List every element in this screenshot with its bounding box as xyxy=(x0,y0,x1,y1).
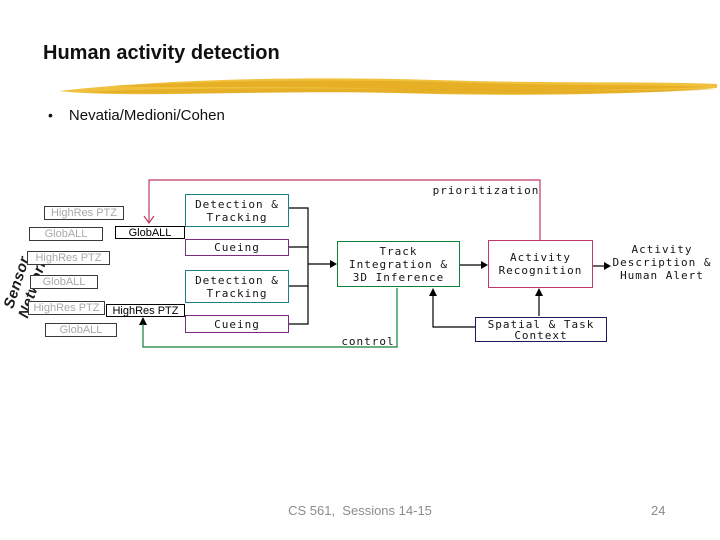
prioritization-label: prioritization xyxy=(432,184,540,197)
track-integration-box: Track Integration & 3D Inference xyxy=(337,241,460,287)
cueing-box-1: Cueing xyxy=(185,239,289,256)
selected-sensor-highres: HighRes PTZ xyxy=(106,304,185,317)
detection-tracking-box-1: Detection & Tracking xyxy=(185,194,289,227)
activity-recognition-box: Activity Recognition xyxy=(488,240,593,288)
sensor-box-highres-3: HighRes PTZ xyxy=(28,301,105,315)
sensor-box-highres-1: HighRes PTZ xyxy=(44,206,124,220)
detection-tracking-box-2: Detection & Tracking xyxy=(185,270,289,303)
sensor-box-globall-2: GlobALL xyxy=(30,275,98,289)
bullet-item: • Nevatia/Medioni/Cohen xyxy=(48,106,225,125)
bullet-marker: • xyxy=(48,107,53,123)
activity-description-output-label: Activity Description & Human Alert xyxy=(612,243,712,282)
black-arrowheads xyxy=(139,260,611,325)
brush-stroke-underline xyxy=(59,78,717,95)
control-line xyxy=(142,288,398,348)
collector-lines xyxy=(288,207,604,328)
cueing-box-2: Cueing xyxy=(185,315,289,333)
prioritization-line xyxy=(143,179,541,240)
sensor-box-globall-1: GlobALL xyxy=(29,227,103,241)
control-label: control xyxy=(341,335,395,348)
spatial-task-context-box: Spatial & Task Context xyxy=(475,317,607,342)
slide-title: Human activity detection xyxy=(43,42,280,64)
footer-page-number: 24 xyxy=(651,503,666,518)
selected-sensor-globall: GlobALL xyxy=(115,226,185,239)
sensor-box-globall-3: GlobALL xyxy=(45,323,117,337)
bullet-text: Nevatia/Medioni/Cohen xyxy=(68,107,225,124)
sensor-box-highres-2: HighRes PTZ xyxy=(27,251,110,265)
footer-course-label: CS 561, Sessions 14-15 xyxy=(288,503,432,518)
